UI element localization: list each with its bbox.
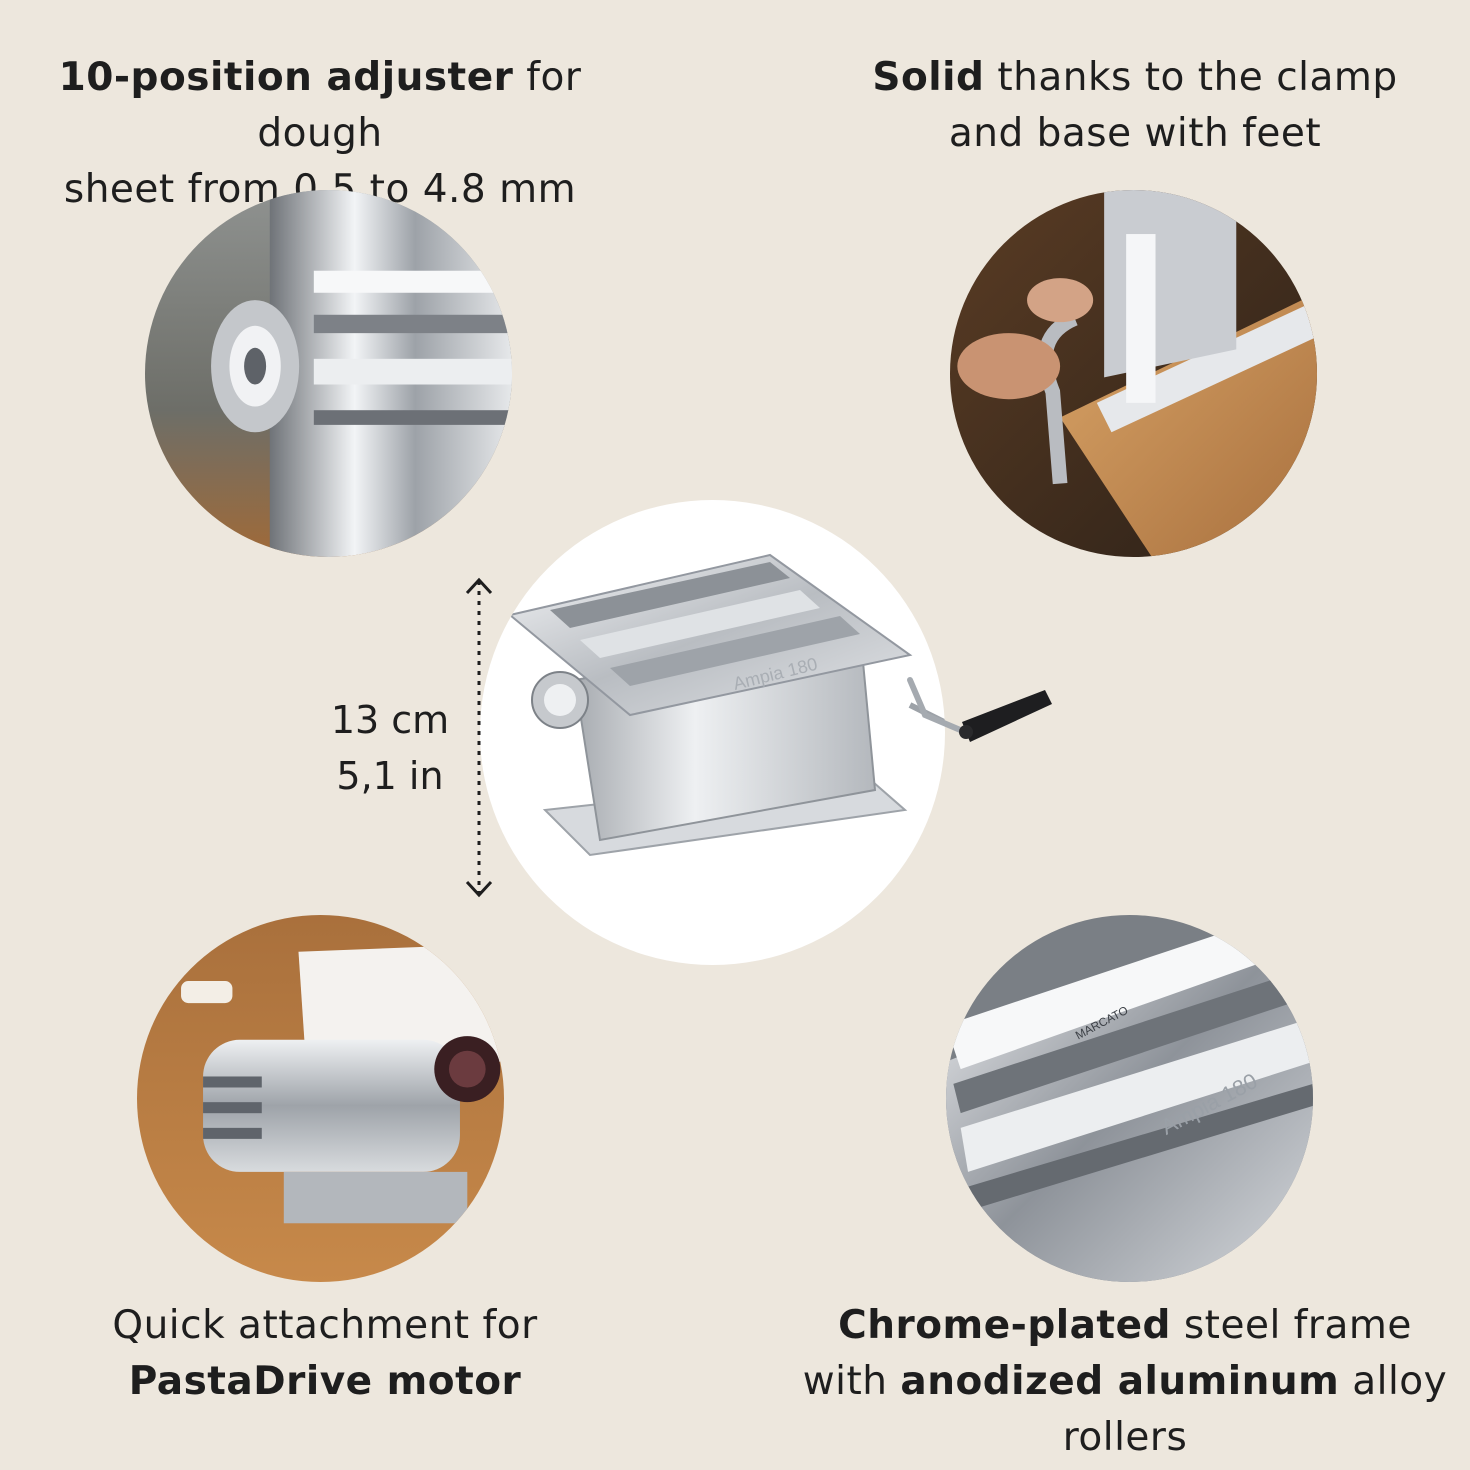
height-imperial: 5,1 in [336,754,444,798]
caption-materials-rest2: alloy [1339,1359,1448,1404]
caption-motor-line1: Quick attachment for [112,1303,538,1348]
height-metric: 13 cm [330,698,450,742]
caption-materials-rest1: steel frame [1170,1303,1412,1348]
pastadrive-motor-photo [137,915,504,1282]
caption-clamp-bold: Solid [872,55,985,100]
adjuster-knob-photo [145,190,512,557]
caption-motor-bold: PastaDrive motor [128,1359,522,1404]
caption-materials-bold2: anodized aluminum [900,1359,1340,1404]
height-dimension-label: 13 cm 5,1 in [320,692,460,804]
caption-materials-bold1: Chrome-plated [838,1303,1171,1348]
clamp-photo [950,190,1317,557]
caption-clamp: Solid thanks to the clamp and base with … [840,50,1430,162]
caption-materials-with: with [802,1359,901,1404]
pasta-machine-photo: Ampia 180 [480,500,945,965]
caption-materials-line3: rollers [1062,1415,1188,1460]
height-dimension-arrow-icon [465,577,493,898]
caption-adjuster-rest: for dough [257,55,582,156]
caption-motor: Quick attachment for PastaDrive motor [40,1298,610,1410]
rollers-photo: Ampia 180 MARCATO [946,915,1313,1282]
caption-adjuster: 10-position adjuster for dough sheet fro… [0,50,640,218]
caption-adjuster-bold: 10-position adjuster [58,55,514,100]
caption-materials: Chrome-plated steel frame with anodized … [800,1298,1450,1466]
caption-clamp-rest: thanks to the clamp [984,55,1398,100]
caption-clamp-line2: and base with feet [948,111,1322,156]
crank-handle-icon [907,677,1052,742]
